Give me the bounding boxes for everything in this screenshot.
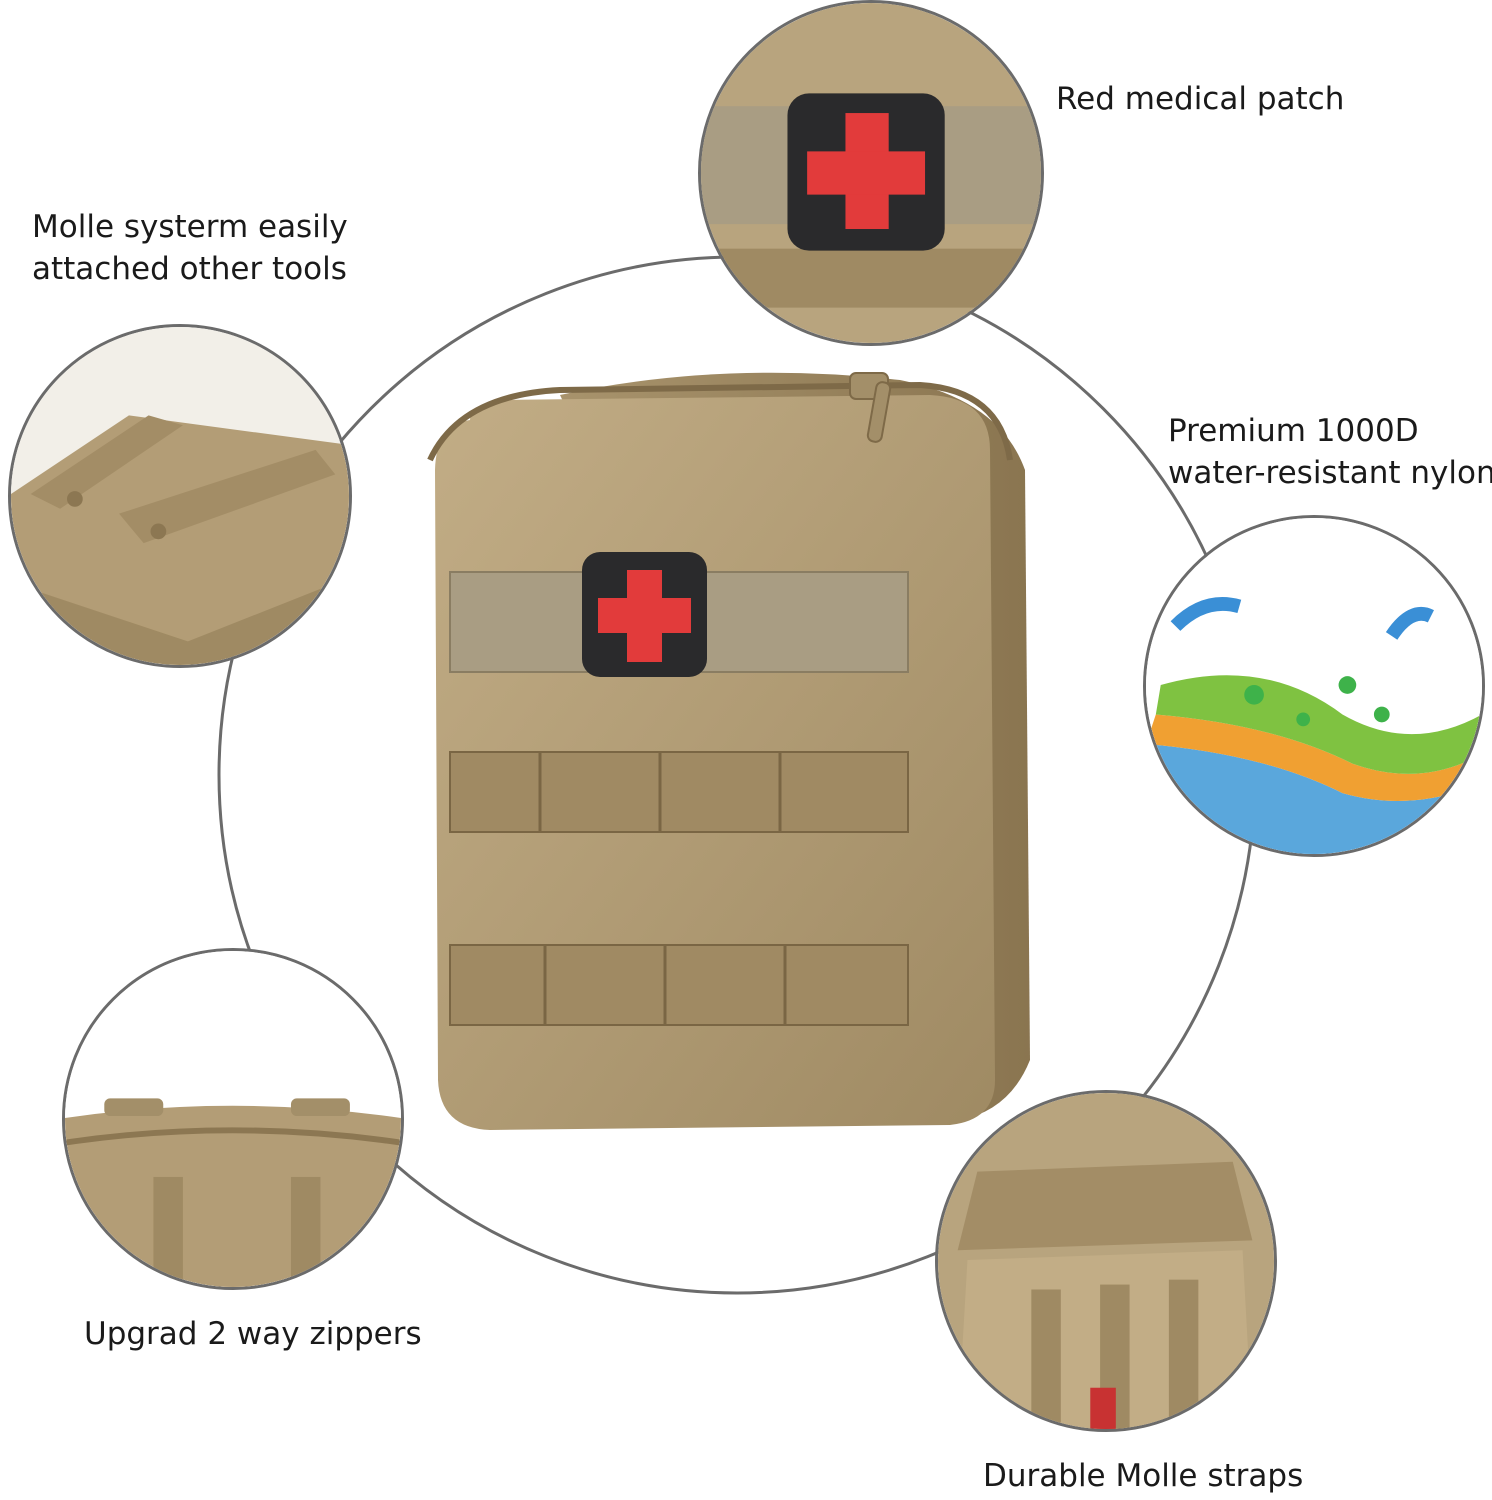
feature-label-molle-system: Molle systerm easily attached other tool… — [32, 206, 348, 290]
nylon-detail-bubble — [1143, 515, 1485, 857]
feature-label-patch: Red medical patch — [1056, 81, 1345, 117]
feature-label-nylon: Premium 1000D water-resistant nylon — [1168, 410, 1492, 494]
feature-label-zippers: Upgrad 2 way zippers — [84, 1316, 422, 1352]
water-resistant-layers-icon — [1146, 518, 1482, 854]
feature-label-molle-line-2: attached other tools — [32, 251, 347, 287]
zipper-detail-bubble — [62, 948, 404, 1290]
feature-label-straps: Durable Molle straps — [983, 1458, 1304, 1494]
feature-label-nylon-line-1: Premium 1000D — [1168, 413, 1419, 449]
red-cross-icon — [582, 552, 707, 677]
straps-detail-bubble — [935, 1090, 1277, 1432]
feature-label-nylon-line-2: water-resistant nylon — [1168, 455, 1492, 491]
feature-label-molle-line-1: Molle systerm easily — [32, 209, 348, 245]
patch-detail-bubble — [698, 0, 1044, 346]
molle-detail-bubble — [8, 324, 352, 668]
